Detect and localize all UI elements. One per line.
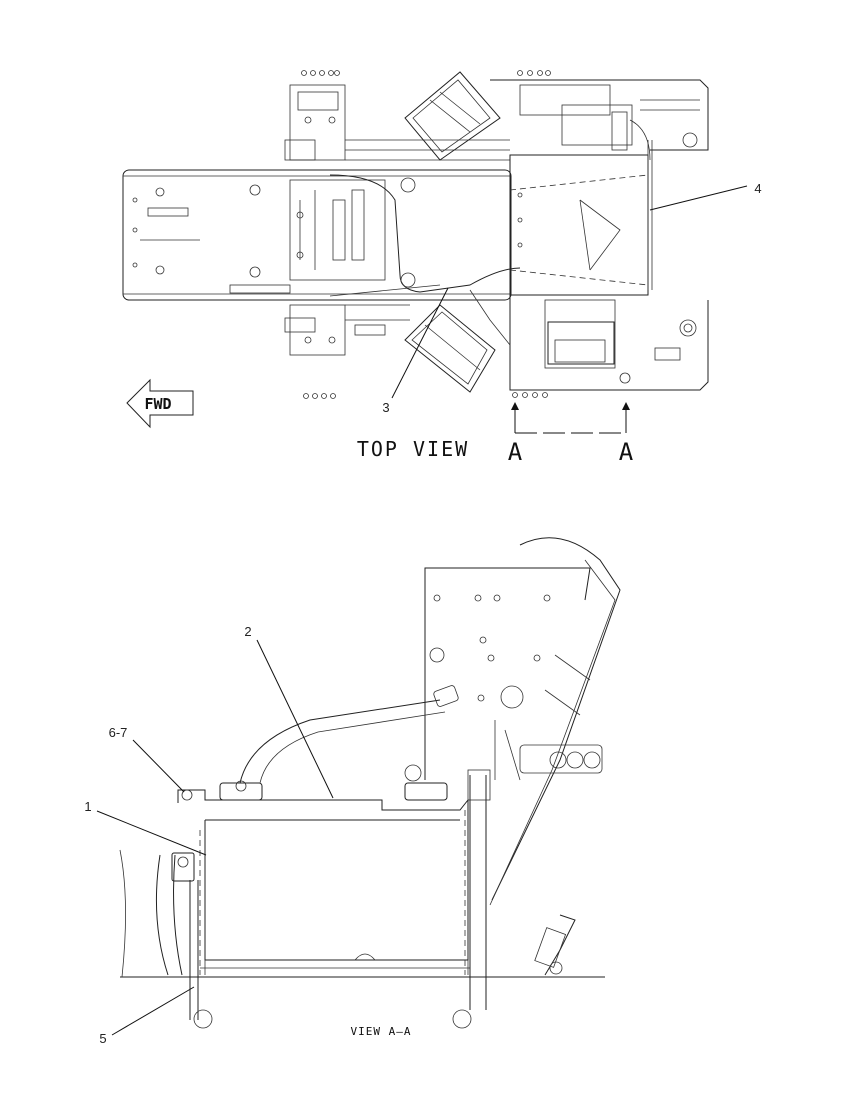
view-aa-drawing (119, 537, 621, 1029)
fwd-label: FWD (144, 395, 171, 413)
top-view-title: TOP VIEW (357, 437, 469, 461)
callout-4: 4 (754, 181, 761, 196)
section-cut-line (511, 402, 630, 434)
callout-5: 5 (99, 1031, 106, 1046)
callout-3: 3 (382, 400, 389, 415)
view-aa-title: VIEW A–A (351, 1025, 412, 1038)
section-label-right: A (619, 438, 634, 466)
fwd-arrow-icon (126, 378, 194, 429)
section-label-left: A (508, 438, 523, 466)
callout-1: 1 (84, 799, 91, 814)
top-view-drawing: FWD A A TOP VIEW (122, 70, 709, 466)
callout-2: 2 (244, 624, 251, 639)
callout-6-7: 6-7 (109, 725, 128, 740)
